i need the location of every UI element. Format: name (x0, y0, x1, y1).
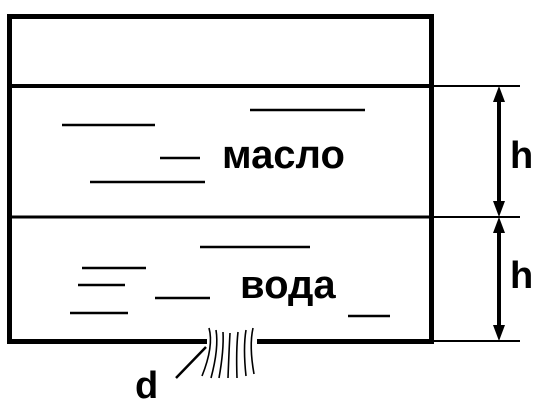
water-height-label: h (510, 255, 533, 297)
water-hatch-marks (70, 245, 390, 318)
tank-outline (7, 14, 434, 344)
oil-hatch-marks (62, 108, 365, 184)
oil-height-label: h (510, 135, 533, 177)
water-height-dimension-arrow (493, 217, 505, 341)
water-label: вода (240, 263, 336, 307)
hole-diameter-leader-line (175, 346, 207, 379)
oil-label: масло (222, 133, 345, 177)
outflow-jet-lines (201, 327, 255, 379)
dimension-extension-lines (432, 85, 520, 342)
hole-gap (207, 336, 257, 346)
hole-diameter-label: d (135, 365, 158, 407)
oil-height-dimension-arrow (493, 86, 505, 217)
